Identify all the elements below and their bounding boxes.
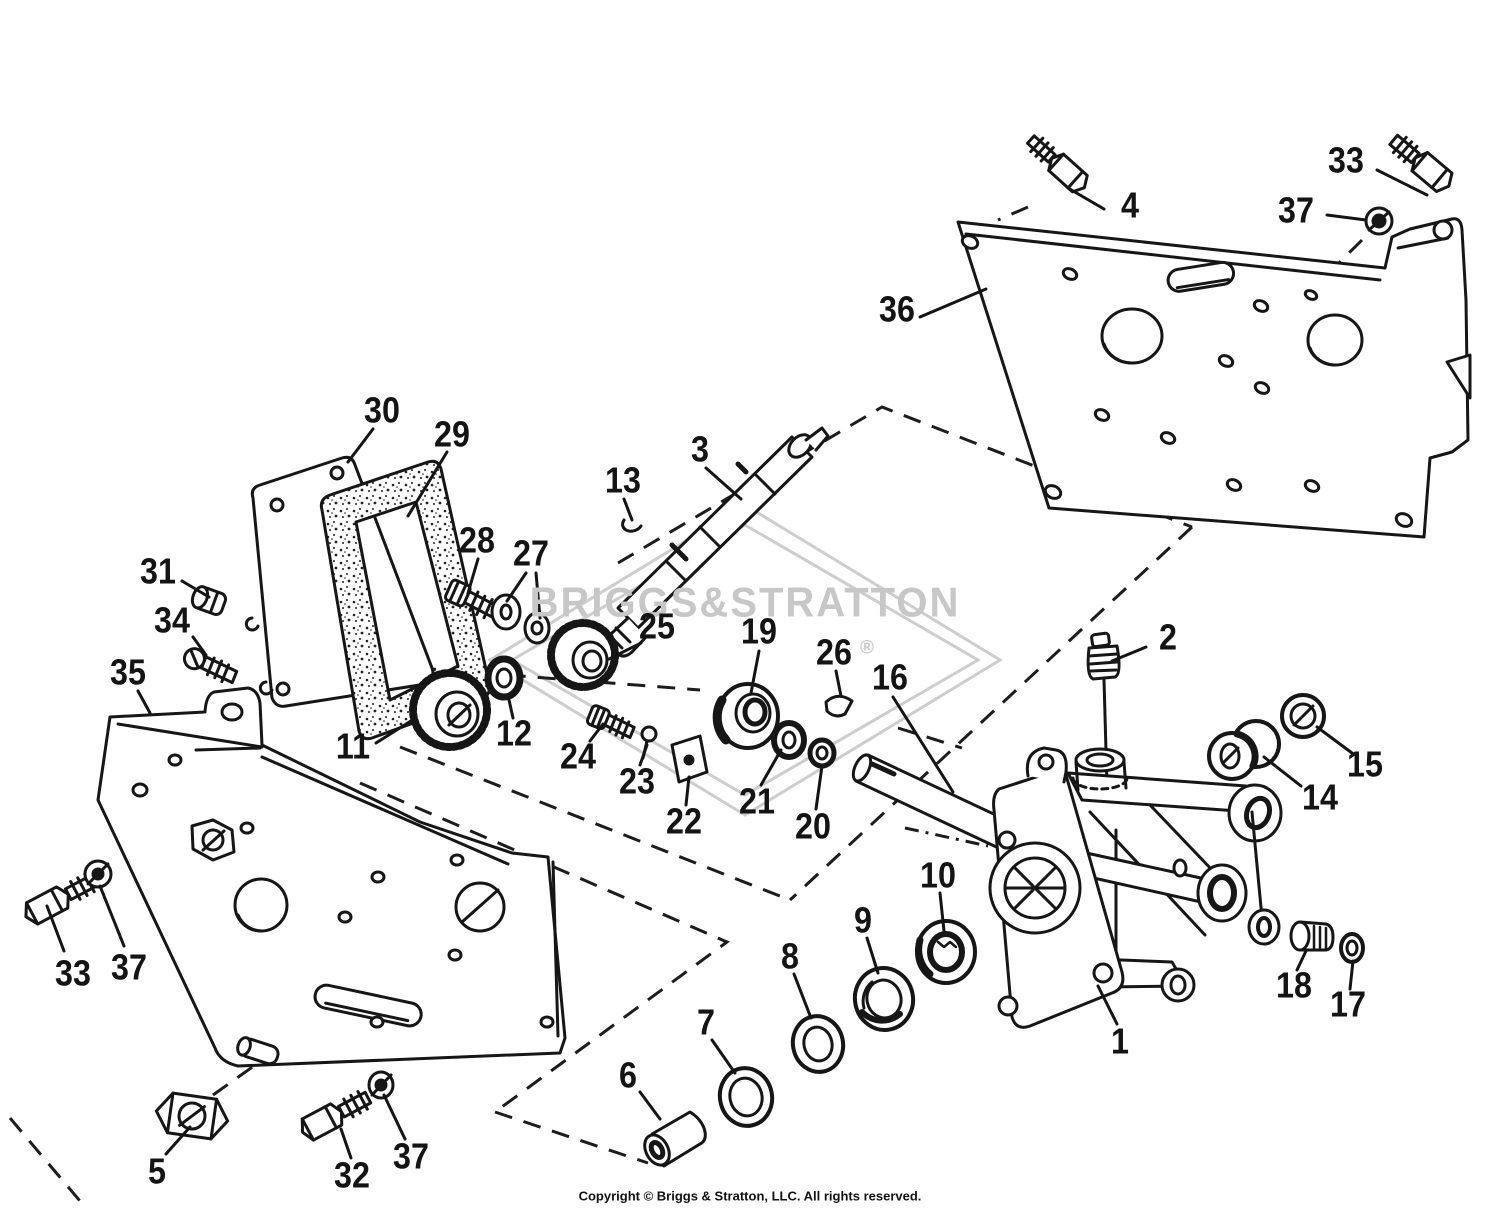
callout-37-left: 37 xyxy=(111,947,147,989)
callout-3: 3 xyxy=(691,429,709,471)
part-4-bolt xyxy=(1025,134,1089,194)
callout-24: 24 xyxy=(560,736,596,778)
briggs-stratton-watermark-diamond xyxy=(487,503,1003,817)
part-1-gear-case xyxy=(988,746,1283,1029)
part-28-bolt xyxy=(443,578,500,620)
part-37-locknut-top xyxy=(1364,206,1394,236)
callout-22: 22 xyxy=(666,801,702,843)
callout-19: 19 xyxy=(741,611,777,653)
part-10-bearing xyxy=(915,919,977,985)
part-8-washer xyxy=(790,1014,846,1074)
callout-12: 12 xyxy=(496,713,532,755)
part-27-washers xyxy=(490,593,551,645)
part-37-washer-bottom xyxy=(367,1070,395,1100)
part-37-washer-left xyxy=(83,859,113,889)
callout-21: 21 xyxy=(739,781,775,823)
part-13-key xyxy=(621,518,643,533)
callout-34: 34 xyxy=(154,600,190,642)
part-18-bushing xyxy=(1289,920,1335,952)
callout-30: 30 xyxy=(364,390,400,432)
callout-1: 1 xyxy=(1111,1021,1129,1063)
callout-18: 18 xyxy=(1276,965,1312,1007)
part-12-seal xyxy=(484,655,524,701)
part-34-screw xyxy=(182,647,239,685)
part-6-spacer xyxy=(643,1110,707,1168)
part-33-bolt-top xyxy=(1388,133,1454,193)
part-36-mounting-plate xyxy=(956,217,1472,539)
part-26-woodruff-key xyxy=(824,694,854,718)
callout-16: 16 xyxy=(872,657,908,699)
part-14-bearing xyxy=(1207,719,1281,781)
leader-lines xyxy=(45,168,1429,1160)
callout-20: 20 xyxy=(795,806,831,848)
callout-17: 17 xyxy=(1330,984,1366,1026)
part-25-gear xyxy=(547,619,619,691)
part-11-gear xyxy=(409,669,491,751)
callout-27: 27 xyxy=(513,533,549,575)
callout-37-top: 37 xyxy=(1278,190,1314,232)
callout-35: 35 xyxy=(110,652,146,694)
part-19-bearing xyxy=(712,682,780,750)
callout-37-bottom: 37 xyxy=(393,1136,429,1178)
callout-5: 5 xyxy=(148,1151,166,1193)
part-9-seal xyxy=(852,966,916,1032)
callout-28: 28 xyxy=(459,520,495,562)
registered-trademark-icon: ® xyxy=(860,637,874,659)
copyright-notice: Copyright © Briggs & Stratton, LLC. All … xyxy=(578,1188,922,1204)
part-35-mounting-plate xyxy=(96,686,567,1068)
callout-36: 36 xyxy=(879,289,915,331)
callout-33-left: 33 xyxy=(55,953,91,995)
part-2-dipstick xyxy=(1086,631,1121,796)
callout-6: 6 xyxy=(619,1055,637,1097)
callout-7: 7 xyxy=(697,1002,715,1044)
callout-26: 26 xyxy=(816,632,852,674)
callout-8: 8 xyxy=(781,936,799,978)
part-32-bolt xyxy=(300,1090,373,1142)
callout-23: 23 xyxy=(619,761,655,803)
callout-25: 25 xyxy=(639,606,675,648)
part-17-washer xyxy=(1339,932,1365,964)
callout-14: 14 xyxy=(1302,777,1338,819)
callout-4: 4 xyxy=(1121,185,1139,227)
callout-32: 32 xyxy=(334,1155,370,1197)
callout-2: 2 xyxy=(1159,617,1177,659)
callout-29: 29 xyxy=(434,414,470,456)
part-15-nut xyxy=(1280,693,1326,739)
part-5-nut xyxy=(154,1091,230,1141)
part-20-washer xyxy=(807,737,837,769)
callout-31: 31 xyxy=(140,551,176,593)
part-22-retainer-plate xyxy=(670,734,709,784)
part-7-washer xyxy=(717,1066,775,1128)
callout-15: 15 xyxy=(1347,744,1383,786)
callout-9: 9 xyxy=(854,900,872,942)
part-24-bolt xyxy=(585,704,636,740)
part-21-washer xyxy=(771,720,807,760)
briggs-stratton-watermark-text: BRIGGS&STRATTON xyxy=(529,579,961,627)
callout-33-top: 33 xyxy=(1328,140,1364,182)
callout-11: 11 xyxy=(335,726,371,768)
callout-13: 13 xyxy=(605,460,641,502)
callout-10: 10 xyxy=(920,855,956,897)
